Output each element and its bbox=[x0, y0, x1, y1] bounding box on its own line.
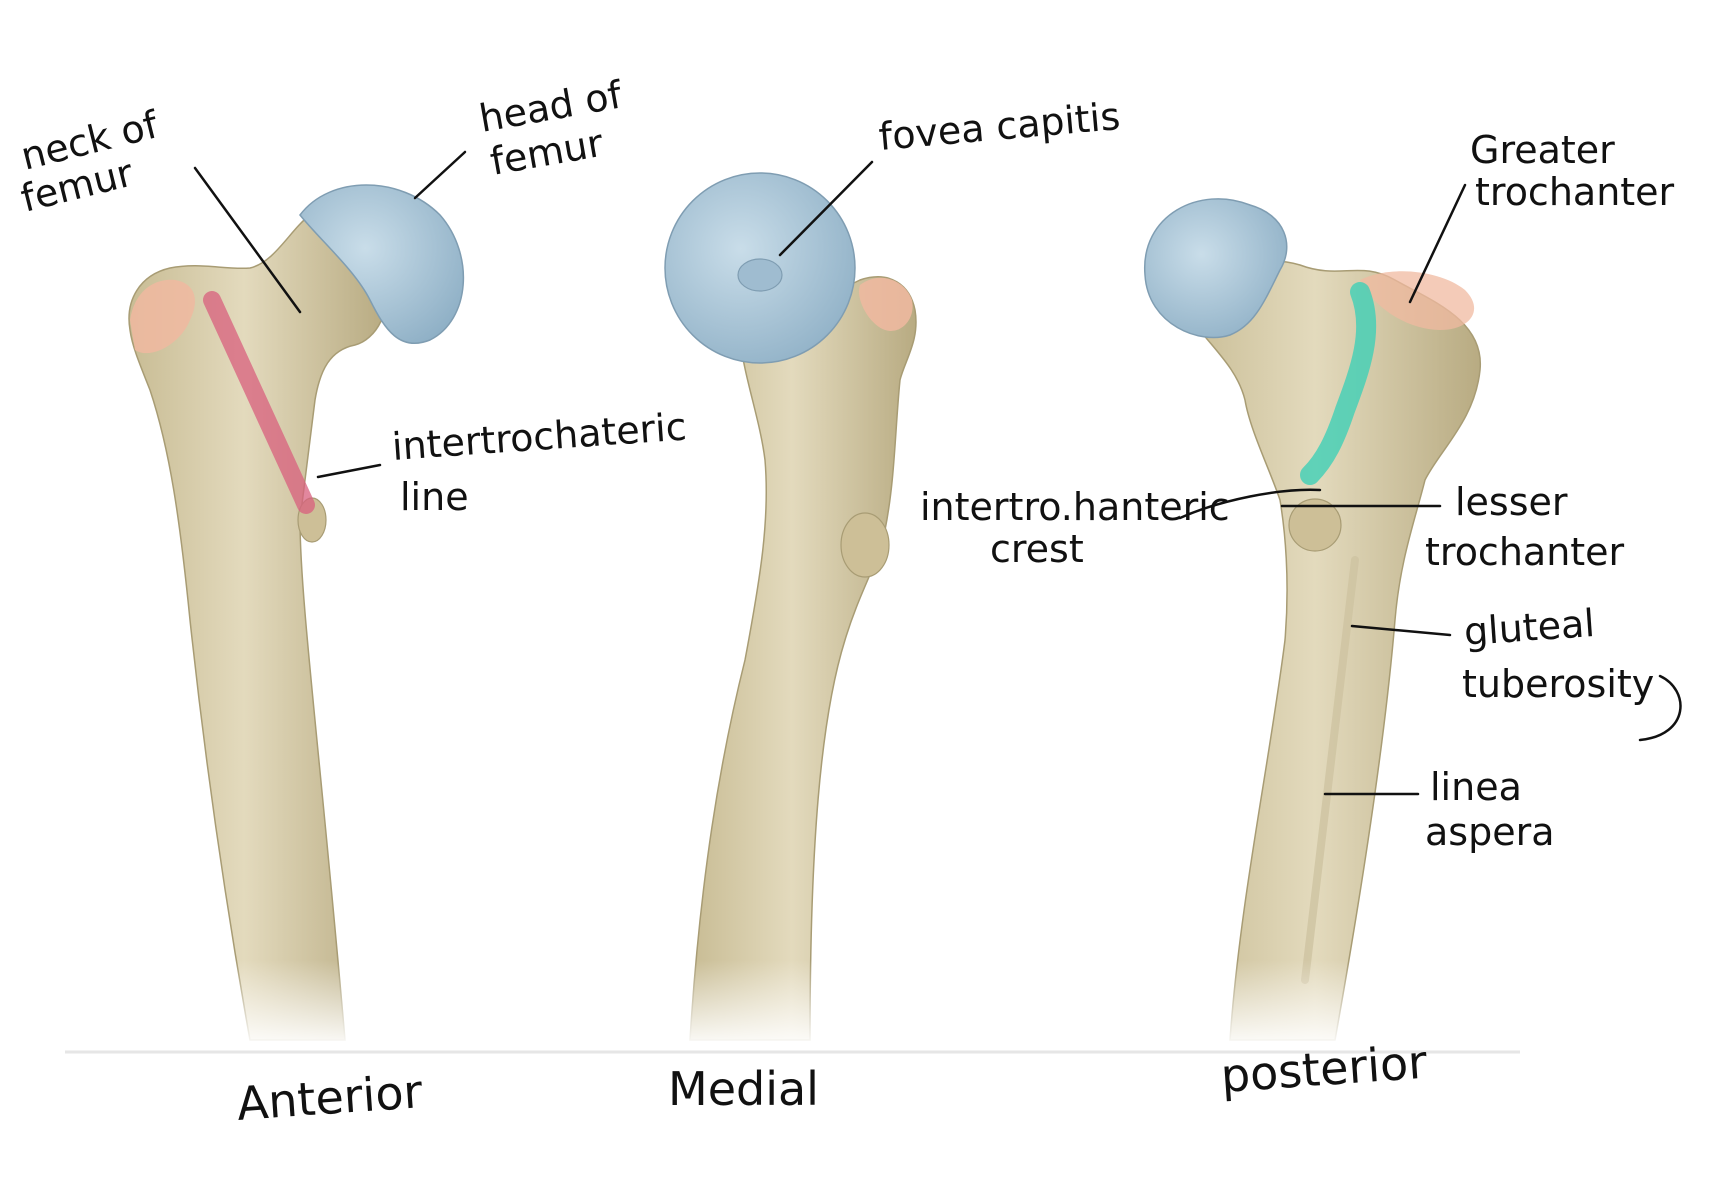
anterior-neck-highlight bbox=[203, 291, 315, 514]
posterior-lesser-trochanter bbox=[1288, 498, 1342, 552]
anterior-head-of-femur bbox=[299, 184, 465, 345]
label-greater-trochanter-line1: Greater bbox=[1470, 128, 1615, 172]
label-linea-aspera-line2: aspera bbox=[1425, 810, 1555, 854]
label-lesser-trochanter-line1: lesser bbox=[1455, 480, 1568, 524]
label-intertrochanteric-line-2: line bbox=[400, 475, 469, 519]
label-greater-trochanter-line2: trochanter bbox=[1475, 170, 1675, 214]
caption-medial: Medial bbox=[668, 1062, 819, 1116]
anterior-femur bbox=[128, 184, 465, 1050]
posterior-shaft bbox=[1179, 260, 1481, 1041]
fovea-capitis-mark bbox=[737, 258, 783, 292]
label-lesser-trochanter-line2: trochanter bbox=[1425, 530, 1625, 574]
leader-lines bbox=[193, 150, 1682, 796]
label-intertrochanteric-crest-line1: intertro.hanteric bbox=[920, 485, 1230, 529]
label-fovea-capitis: fovea capitis bbox=[877, 94, 1122, 159]
posterior-greater-trochanter bbox=[1360, 271, 1475, 330]
anterior-greater-trochanter bbox=[130, 279, 195, 354]
medial-femur bbox=[664, 172, 917, 1050]
label-linea-aspera-line1: linea bbox=[1430, 765, 1522, 809]
linea-aspera-ridge bbox=[1301, 556, 1359, 984]
label-gluteal-tuberosity-line1: gluteal bbox=[1463, 601, 1597, 654]
caption-anterior: Anterior bbox=[235, 1064, 424, 1131]
posterior-femur bbox=[1144, 198, 1481, 1050]
label-gluteal-tuberosity-line2: tuberosity bbox=[1462, 662, 1654, 706]
intertrochanteric-crest-highlight bbox=[1300, 282, 1377, 485]
medial-greater-trochanter bbox=[859, 277, 913, 331]
medial-shaft bbox=[689, 276, 917, 1041]
medial-lesser-trochanter bbox=[840, 512, 890, 578]
posterior-head-of-femur bbox=[1144, 198, 1288, 339]
label-intertrochanteric-crest-line2: crest bbox=[990, 527, 1084, 571]
view-captions: Anterior Medial posterior bbox=[235, 1035, 1429, 1131]
label-intertrochanteric-line-1: intertrochateric bbox=[391, 405, 688, 469]
